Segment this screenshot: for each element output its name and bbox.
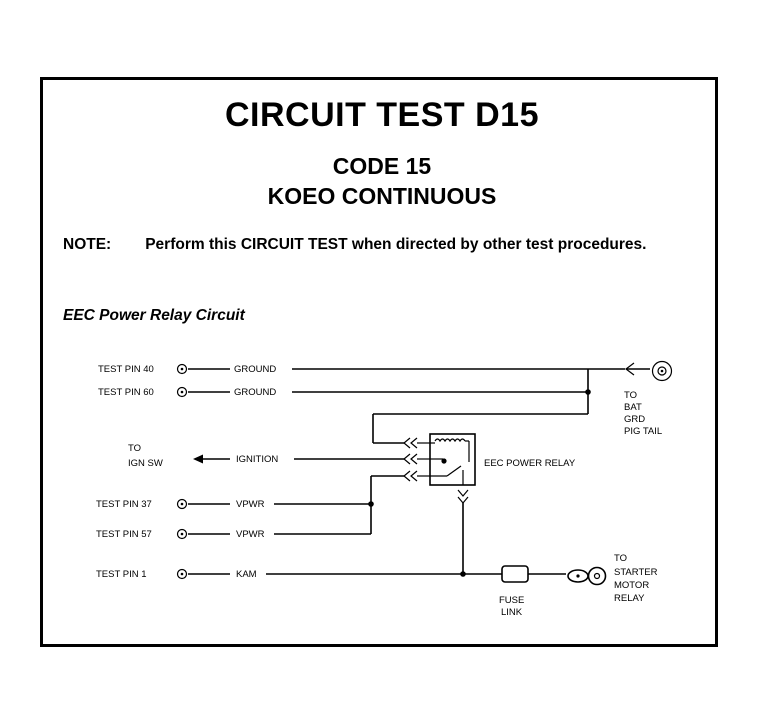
pin-label-60: TEST PIN 60 (98, 387, 154, 398)
starter-terminal-icon (567, 566, 607, 586)
section-title: EEC Power Relay Circuit (63, 307, 245, 324)
ground-bus (372, 369, 591, 444)
note-paragraph: NOTE: Perform this CIRCUIT TEST when dire… (63, 234, 705, 255)
pin-terminal-57 (176, 528, 188, 540)
note-text: Perform this CIRCUIT TEST when directed … (145, 236, 647, 253)
pin-label-40: TEST PIN 40 (98, 364, 154, 375)
page-title: CIRCUIT TEST D15 (224, 96, 540, 134)
note-label: NOTE: (63, 236, 112, 253)
fuse-label-line-1: FUSE (499, 595, 524, 606)
wire-label-vpwr-2: VPWR (236, 529, 265, 540)
wire-label-ignition: IGNITION (236, 454, 278, 465)
to-bat-line-3: GRD (624, 414, 645, 425)
to-bat-line-1: TO (624, 390, 637, 401)
relay-input-connectors (403, 437, 430, 482)
mode-label: KOEO CONTINUOUS (267, 183, 497, 209)
to-ign-line-2: IGN SW (128, 458, 163, 469)
wire-label-ground-1: GROUND (234, 364, 276, 375)
wire-label-ground-2: GROUND (234, 387, 276, 398)
diagram-frame (40, 77, 718, 647)
fuse-link-icon (501, 565, 566, 583)
code-label: CODE 15 (332, 153, 432, 179)
relay-label: EEC POWER RELAY (484, 458, 576, 469)
pin-terminal-37 (176, 498, 188, 510)
fuse-label-line-2: LINK (501, 607, 523, 618)
pin-label-1: TEST PIN 1 (96, 569, 147, 580)
eec-power-relay (429, 433, 476, 486)
pin-label-37: TEST PIN 37 (96, 499, 152, 510)
to-starter-line-1: TO (614, 553, 627, 564)
pin-terminal-40 (176, 363, 188, 375)
pin-label-57: TEST PIN 57 (96, 529, 152, 540)
to-ign-line-1: TO (128, 443, 141, 454)
pin-terminal-1 (176, 568, 188, 580)
pin-terminal-60 (176, 386, 188, 398)
bat-ground-connector-icon (625, 360, 673, 382)
vpwr-bus (368, 475, 404, 534)
ignition-wire (193, 454, 404, 464)
wire-label-vpwr-1: VPWR (236, 499, 265, 510)
to-starter-line-2: STARTER (614, 567, 658, 578)
to-starter-line-3: MOTOR (614, 580, 649, 591)
to-bat-line-4: PIG TAIL (624, 426, 662, 437)
to-starter-line-4: RELAY (614, 593, 645, 604)
wire-label-kam: KAM (236, 569, 257, 580)
to-bat-line-2: BAT (624, 402, 642, 413)
relay-output-connector (457, 489, 469, 577)
